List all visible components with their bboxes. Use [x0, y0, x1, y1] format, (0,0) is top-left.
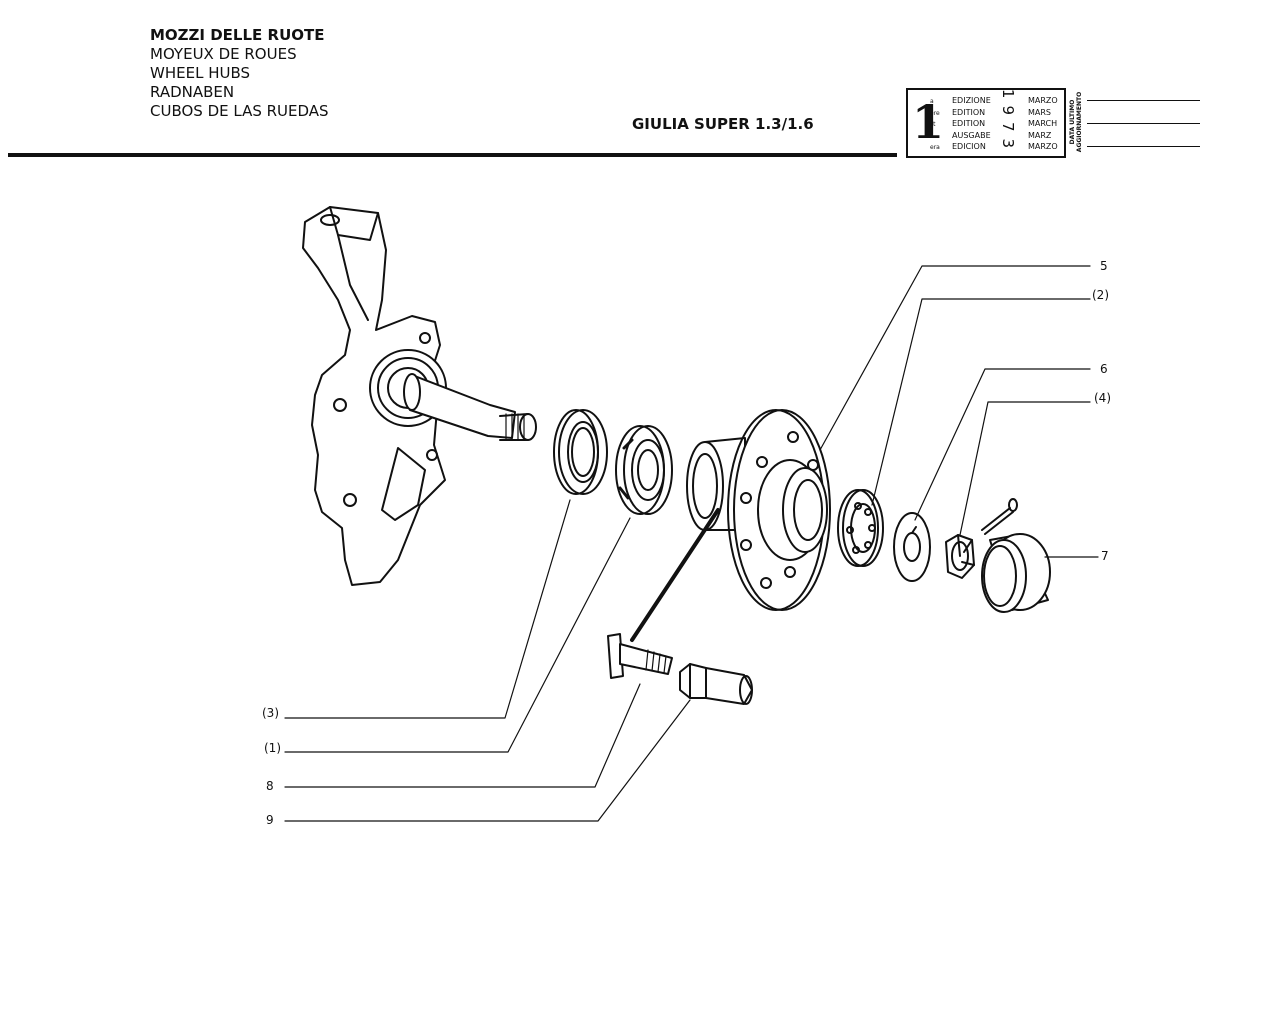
update-line-3	[1087, 146, 1200, 147]
month-en: MARCH	[1028, 119, 1058, 128]
edition-label-de: AUSGABE	[952, 130, 991, 140]
outer-bearing	[837, 489, 884, 567]
leader-4	[959, 401, 1091, 536]
title-italian: MOZZI DELLE RUOTE	[150, 26, 325, 44]
wheel-stud	[607, 633, 673, 679]
callout-2: (2)	[1092, 288, 1109, 302]
steering-knuckle	[302, 206, 537, 586]
edition-label-es: EDICION	[952, 142, 986, 151]
leader-3	[284, 499, 571, 719]
cotter-pin	[981, 498, 1018, 535]
callout-5: 5	[1100, 259, 1108, 273]
ordinal-fr: ere	[930, 109, 940, 117]
callout-7: 7	[1101, 549, 1109, 563]
month-it: MARZO	[1028, 96, 1058, 105]
callout-9: 9	[266, 813, 274, 827]
ordinal-en: st	[930, 121, 936, 128]
leader-lines	[284, 265, 1099, 822]
edition-stamp: 1 a ere st . era EDIZIONE EDITION EDITIO…	[906, 88, 1066, 158]
leader-1	[284, 517, 631, 753]
oil-seal	[553, 409, 608, 495]
wheel-nut	[679, 663, 753, 705]
callout-8: 8	[266, 779, 274, 793]
leader-8	[284, 683, 641, 788]
title-block: MOZZI DELLE RUOTE MOYEUX DE ROUES WHEEL …	[150, 26, 329, 121]
month-es: MARZO	[1028, 142, 1058, 151]
update-line-1	[1087, 100, 1200, 101]
leader-9	[284, 699, 691, 822]
castle-nut	[945, 534, 975, 579]
ordinal-es: era	[930, 144, 940, 151]
inner-bearing	[615, 425, 673, 515]
edition-label-en: EDITION	[952, 119, 986, 128]
edition-label-it: EDIZIONE	[952, 96, 991, 105]
leader-5	[819, 265, 1091, 451]
leader-2	[871, 298, 1091, 506]
callout-1: (1)	[264, 741, 281, 755]
leader-6	[914, 368, 1091, 521]
header-rule	[8, 153, 897, 157]
title-spanish: CUBOS DE LAS RUEDAS	[150, 102, 329, 120]
edition-label-fr: EDITION	[952, 107, 986, 117]
title-german: RADNABEN	[150, 83, 235, 101]
month-de: MARZ	[1028, 130, 1052, 140]
edition-number: 1	[912, 95, 945, 149]
hub-cap	[981, 533, 1051, 613]
stud-axis-line	[630, 508, 720, 642]
edition-months: MARZO MARS MARCH MARZ MARZO	[1028, 95, 1058, 153]
edition-labels: EDIZIONE EDITION EDITION AUSGABE EDICION	[952, 95, 991, 153]
callout-4: (4)	[1094, 391, 1111, 405]
edition-ordinals: a ere st . era	[930, 96, 940, 154]
model-name: GIULIA SUPER 1.3/1.6	[632, 115, 814, 133]
callout-6: 6	[1100, 362, 1108, 376]
title-english: WHEEL HUBS	[150, 64, 250, 82]
month-fr: MARS	[1028, 107, 1052, 117]
title-french: MOYEUX DE ROUES	[150, 45, 297, 63]
wheel-hub	[686, 409, 831, 611]
callout-3: (3)	[262, 706, 279, 720]
ordinal-it: a	[930, 98, 934, 105]
update-line-2	[1087, 123, 1200, 124]
thrust-washer	[893, 512, 931, 582]
ordinal-de: .	[930, 132, 932, 140]
